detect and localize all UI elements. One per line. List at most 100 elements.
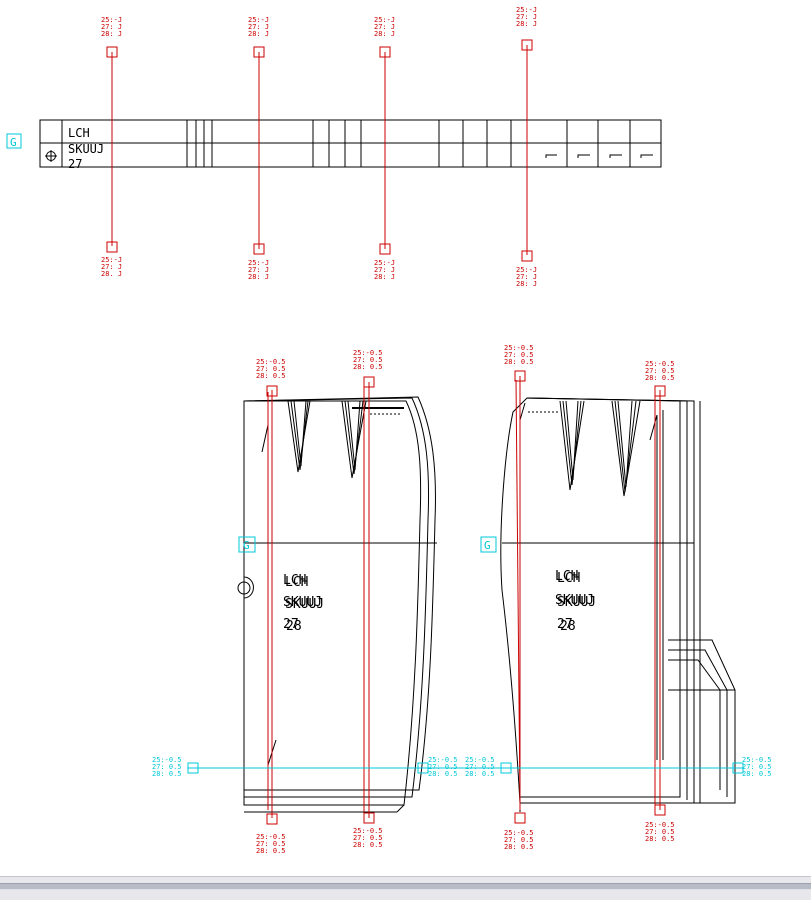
svg-text:25:-0.5: 25:-0.5 <box>353 827 383 835</box>
crosshair-target-icon[interactable] <box>45 150 57 162</box>
svg-text:28: 0.5: 28: 0.5 <box>428 770 458 778</box>
svg-text:28: 0.5: 28: 0.5 <box>742 770 772 778</box>
grade-rule-label: 25:-0.527: 0.528: 0.5 <box>428 756 458 778</box>
svg-text:28: 0.5: 28: 0.5 <box>504 358 534 366</box>
grade-point-markers-lower[interactable] <box>266 370 666 825</box>
grade-point <box>253 243 265 255</box>
grade-point <box>266 813 278 825</box>
svg-text:25:-J: 25:-J <box>374 16 395 24</box>
panel-label-line2: SKUUJ <box>283 595 322 610</box>
grade-rule-label: 25:-0.527: 0.528: 0.5 <box>256 358 286 380</box>
svg-text:28: J: 28: J <box>516 20 537 28</box>
pattern-canvas[interactable]: LCH SKUUJ 27 G 25:-J27: J28: J 25:-J27: … <box>0 0 811 876</box>
svg-text:28. J: 28. J <box>101 270 122 278</box>
grade-rule-label: 25:-J27: J28. J <box>101 256 122 278</box>
grade-rule-label: 25:-0.527: 0.528: 0.5 <box>353 827 383 849</box>
front-skirt-panel[interactable]: LCH LCH SKUUJ SKUUJ 27 28 <box>237 396 437 813</box>
svg-text:27: 0.5: 27: 0.5 <box>504 836 534 844</box>
grade-rule-label: 25:-0.527: 0.528: 0.5 <box>152 756 182 778</box>
back-skirt-panel[interactable]: LCH LCH SKUUJ SKUUJ 27 28 <box>500 397 736 812</box>
svg-text:25:-0.5: 25:-0.5 <box>504 344 534 352</box>
grade-rules-lower: 25:-0.527: 0.528: 0.5 25:-0.527: 0.528: … <box>256 344 675 855</box>
piece-label-line2: SKUUJ <box>68 142 104 156</box>
grain-marker-top[interactable]: G <box>6 133 22 149</box>
svg-text:28: J: 28: J <box>374 30 395 38</box>
svg-text:27: 0.5: 27: 0.5 <box>428 763 458 771</box>
svg-text:25:-J: 25:-J <box>374 259 395 267</box>
grade-rule-label: 25:-0.527: 0.528: 0.5 <box>504 344 534 366</box>
svg-text:27: J: 27: J <box>516 13 537 21</box>
svg-text:27: 0.5: 27: 0.5 <box>353 834 383 842</box>
horizontal-scrollbar[interactable] <box>0 883 811 890</box>
grade-rule-label: 25:-0.527: 0.528: 0.5 <box>645 821 675 843</box>
svg-text:G: G <box>484 539 491 552</box>
grade-rules-top: 25:-J27: J28: J 25:-J27: J28. J 25:-J27:… <box>101 6 537 288</box>
svg-text:25:-J: 25:-J <box>101 16 122 24</box>
grade-rule-label: 25:-0.527: 0.528: 0.5 <box>353 349 383 371</box>
grade-rule-label: 25:-0.527: 0.528: 0.5 <box>742 756 772 778</box>
svg-text:LCH: LCH <box>557 571 580 586</box>
svg-text:27: J: 27: J <box>101 263 122 271</box>
svg-text:28: J: 28: J <box>516 280 537 288</box>
svg-text:25:-J: 25:-J <box>516 266 537 274</box>
svg-text:28: 0.5: 28: 0.5 <box>353 841 383 849</box>
svg-text:27: 0.5: 27: 0.5 <box>152 763 182 771</box>
svg-text:27: J: 27: J <box>516 273 537 281</box>
svg-text:27: J: 27: J <box>248 266 269 274</box>
svg-text:LCH: LCH <box>555 569 578 584</box>
svg-text:25:-0.5: 25:-0.5 <box>645 821 675 829</box>
svg-text:SKUUJ: SKUUJ <box>555 593 594 608</box>
panel-label-line1: LCH <box>283 573 306 588</box>
grain-marker-left[interactable]: G <box>238 536 256 553</box>
button-marker-icon <box>237 581 251 595</box>
svg-text:28: 0.5: 28: 0.5 <box>353 363 383 371</box>
grade-rule-label: 25:-0.527: 0.528: 0.5 <box>504 829 534 851</box>
svg-text:25:-J: 25:-J <box>248 16 269 24</box>
grade-point <box>514 812 526 824</box>
svg-text:25:-J: 25:-J <box>248 259 269 267</box>
svg-text:25:-0.5: 25:-0.5 <box>645 360 675 368</box>
svg-text:27: J: 27: J <box>374 266 395 274</box>
grade-point-markers-cyan[interactable] <box>187 762 744 774</box>
svg-text:25:-0.5: 25:-0.5 <box>465 756 495 764</box>
svg-text:28: 0.5: 28: 0.5 <box>256 372 286 380</box>
svg-text:SKUUJ: SKUUJ <box>285 597 324 612</box>
svg-text:27: J: 27: J <box>248 23 269 31</box>
grade-rule-label: 25:-0.527: 0.528: 0.5 <box>465 756 495 778</box>
grade-rule-label: 25:-J27: J28: J <box>248 259 269 281</box>
svg-text:27: 0.5: 27: 0.5 <box>645 367 675 375</box>
grain-marker-right[interactable]: G <box>480 536 497 553</box>
waistband-piece[interactable] <box>39 119 662 168</box>
grade-point <box>363 812 375 824</box>
grade-point-markers-top[interactable] <box>106 39 533 262</box>
grade-point <box>654 385 666 397</box>
svg-text:25:-0.5: 25:-0.5 <box>742 756 772 764</box>
svg-text:27: 0.5: 27: 0.5 <box>353 356 383 364</box>
grade-lines-top <box>111 45 528 255</box>
svg-text:25:-0.5: 25:-0.5 <box>256 358 286 366</box>
grade-rule-label: 25:-J27: J28: J <box>101 16 122 38</box>
svg-text:28: 28 <box>286 619 302 634</box>
svg-text:25:-0.5: 25:-0.5 <box>353 349 383 357</box>
svg-text:28: 0.5: 28: 0.5 <box>152 770 182 778</box>
svg-text:27: 0.5: 27: 0.5 <box>504 351 534 359</box>
grade-point <box>379 46 391 58</box>
grade-rule-label: 25:-J27: J28: J <box>374 259 395 281</box>
svg-text:28: J: 28: J <box>374 273 395 281</box>
grade-rule-label: 25:-J27: J28: J <box>516 6 537 28</box>
svg-text:28: 0.5: 28: 0.5 <box>256 847 286 855</box>
grade-point <box>521 39 533 51</box>
svg-text:G: G <box>243 539 250 552</box>
status-bar <box>0 876 811 900</box>
grade-lines-lower <box>267 376 661 818</box>
grade-point <box>514 370 526 382</box>
svg-text:25:-J: 25:-J <box>101 256 122 264</box>
svg-text:28: 28 <box>560 619 576 634</box>
svg-text:27: 0.5: 27: 0.5 <box>256 365 286 373</box>
svg-text:28: 0.5: 28: 0.5 <box>504 843 534 851</box>
grade-point <box>253 46 265 58</box>
svg-text:25:-0.5: 25:-0.5 <box>428 756 458 764</box>
grade-point <box>654 804 666 816</box>
grade-rule-label: 25:-J27: J28: J <box>374 16 395 38</box>
svg-text:28: 0.5: 28: 0.5 <box>645 374 675 382</box>
